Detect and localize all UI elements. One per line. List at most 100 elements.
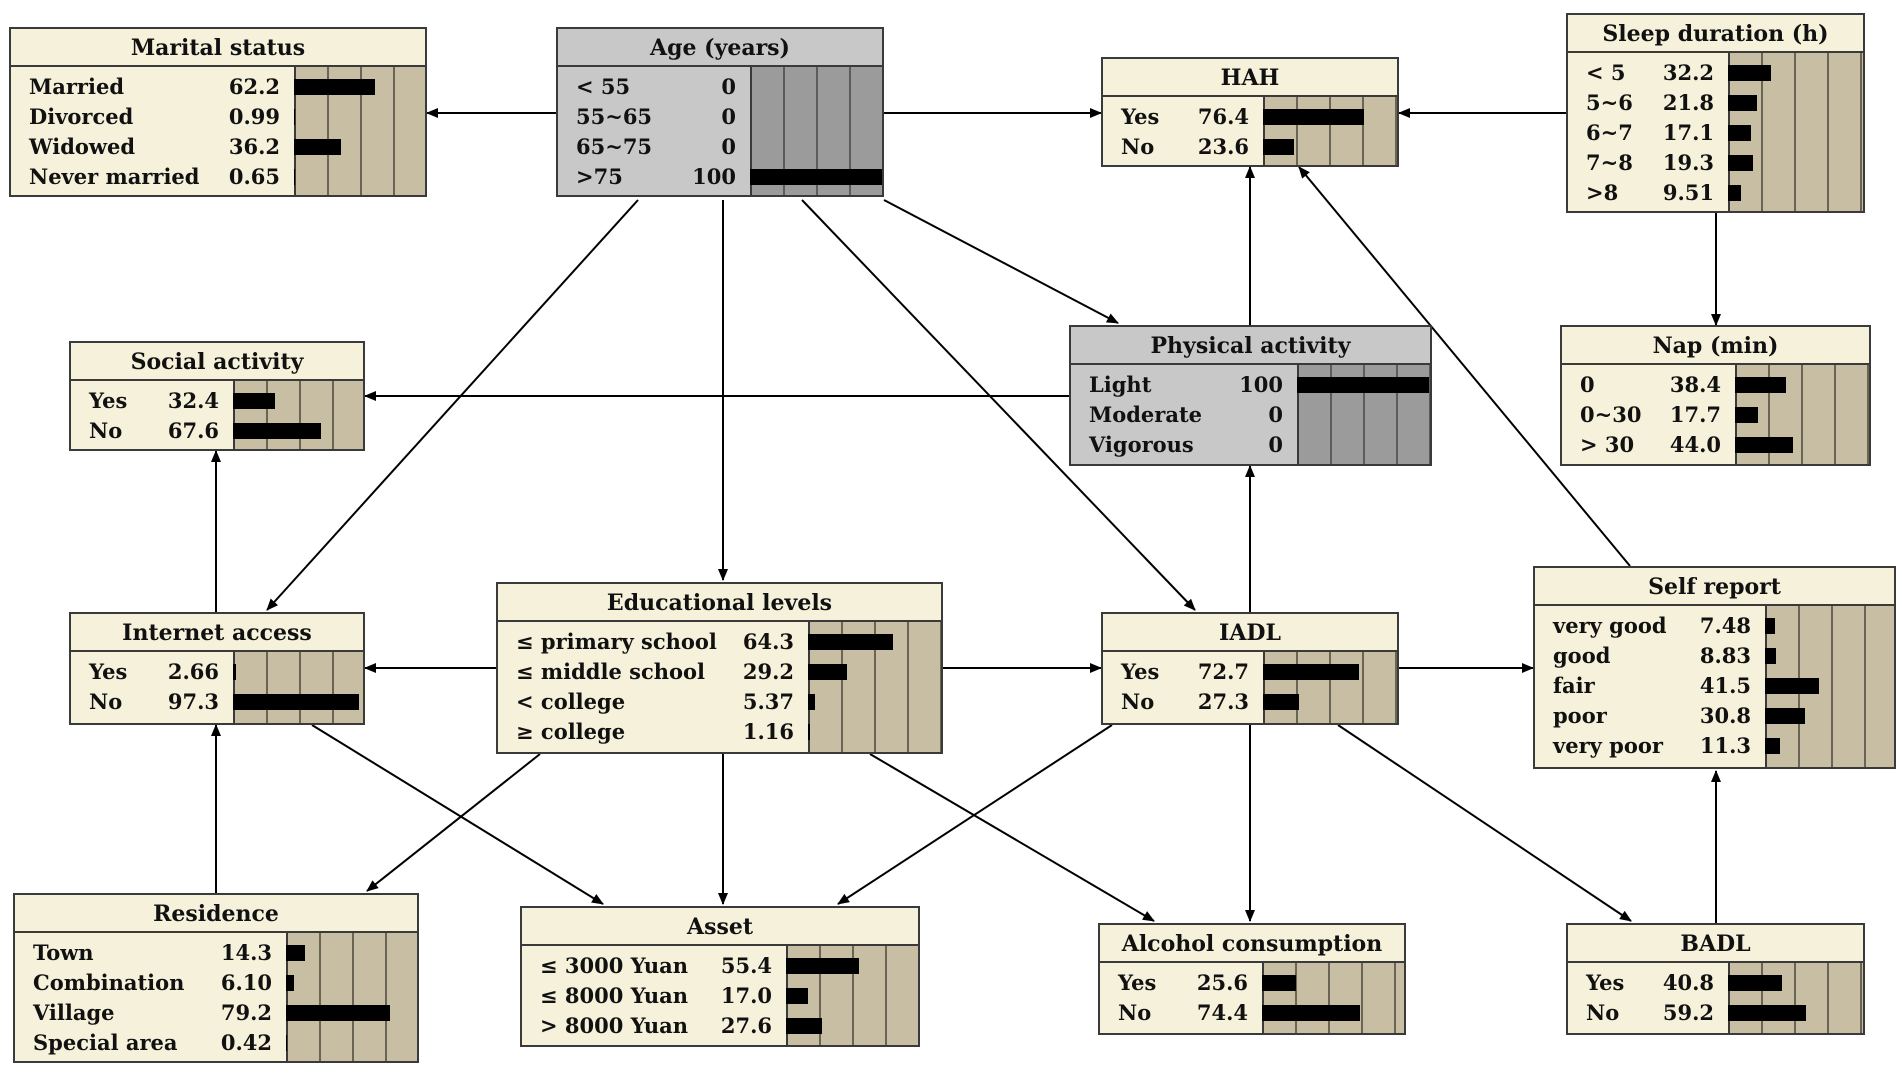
state-probability: 27.3 (1197, 689, 1249, 714)
state-probability: 0.99 (228, 104, 280, 129)
state-probability: 23.6 (1197, 134, 1249, 159)
state-label: 65~75 (576, 134, 653, 159)
state-label: Widowed (29, 134, 136, 159)
state-row[interactable]: Widowed 36.2 (11, 132, 425, 162)
state-row[interactable]: 65~75 0 (558, 132, 882, 162)
state-probability: 62.2 (228, 74, 280, 99)
state-label: poor (1553, 703, 1607, 728)
state-label: < 5 (1586, 60, 1626, 85)
probability-bar (294, 79, 376, 95)
state-label: No (1586, 1000, 1620, 1025)
state-label: very good (1553, 613, 1667, 638)
state-probability: 30.8 (1699, 703, 1751, 728)
probability-bar (808, 634, 893, 650)
probability-bar (808, 664, 847, 680)
node-title: Age (years) (558, 29, 882, 67)
state-row[interactable]: poor 30.8 (1535, 701, 1894, 731)
state-probability: 36.2 (228, 134, 280, 159)
state-label: ≤ 3000 Yuan (540, 953, 688, 978)
probability-bar (286, 1005, 390, 1021)
state-probability: 21.8 (1662, 90, 1714, 115)
state-probability: 100 (1239, 372, 1283, 397)
state-probability: 2.66 (167, 659, 219, 684)
state-label: Vigorous (1089, 432, 1194, 457)
state-probability: 32.2 (1662, 60, 1714, 85)
edge-education-to-alcohol (869, 753, 1155, 922)
edge-selfreport-to-hah (1298, 166, 1631, 567)
state-probability: 19.3 (1662, 150, 1714, 175)
probability-bar (1728, 65, 1771, 81)
edge-iadl-to-badl (1337, 724, 1632, 922)
probability-bar (233, 423, 321, 439)
state-probability: 17.1 (1662, 120, 1714, 145)
state-probability: 0 (721, 134, 736, 159)
probability-bar (294, 169, 295, 185)
state-probability: 8.83 (1699, 643, 1751, 668)
state-row[interactable]: < 5 32.2 (1568, 58, 1863, 88)
